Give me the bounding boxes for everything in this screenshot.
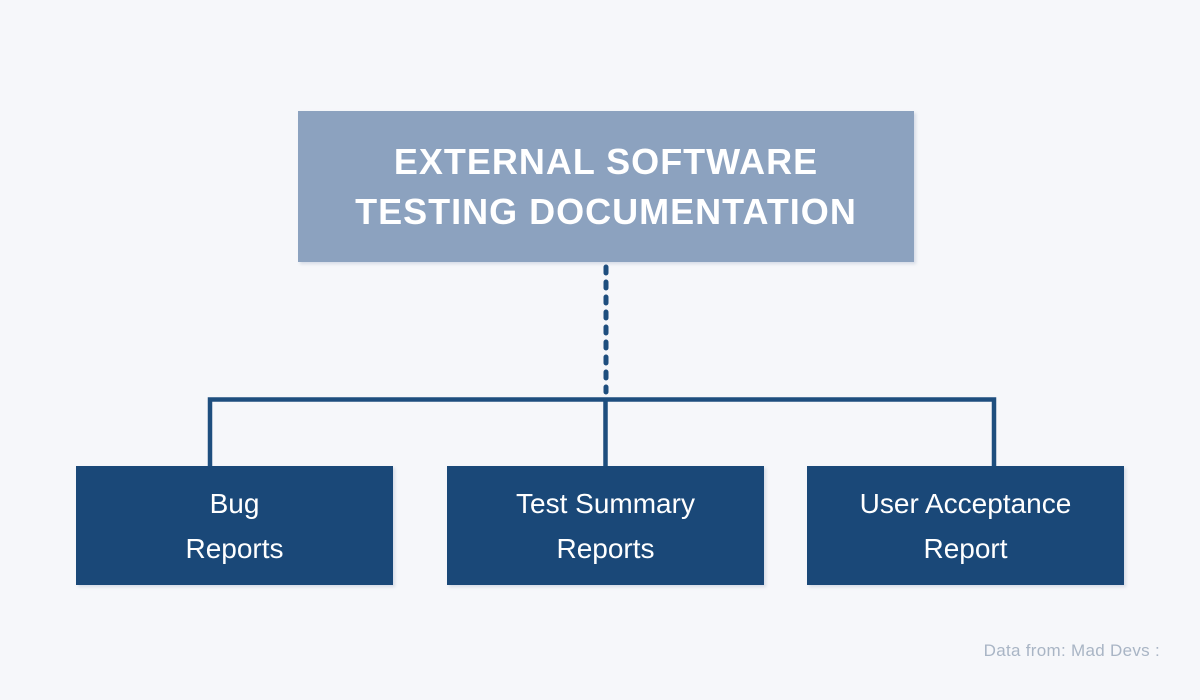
child-node-label-line1: Bug [209,487,260,519]
root-node-title-line2: TESTING DOCUMENTATION [355,190,857,232]
child-node-label-line1: User Acceptance [859,487,1072,519]
child-node-label-line1: Test Summary [516,487,695,519]
child-node-bug-reports: Bug Reports [76,466,393,585]
data-source-credit: Data from: Mad Devs : [983,641,1160,660]
child-node-user-acceptance-report: User Acceptance Report [807,466,1124,585]
child-node-label-line2: Reports [556,532,655,564]
child-node-label-line2: Reports [185,532,284,564]
child-node-label-line2: Report [923,532,1008,564]
root-node-external-software-testing-documentation: EXTERNAL SOFTWARE TESTING DOCUMENTATION [298,111,914,262]
child-node-test-summary-reports: Test Summary Reports [447,466,764,585]
branch-connector-path [207,397,997,467]
root-node-title-line1: EXTERNAL SOFTWARE [393,140,819,182]
